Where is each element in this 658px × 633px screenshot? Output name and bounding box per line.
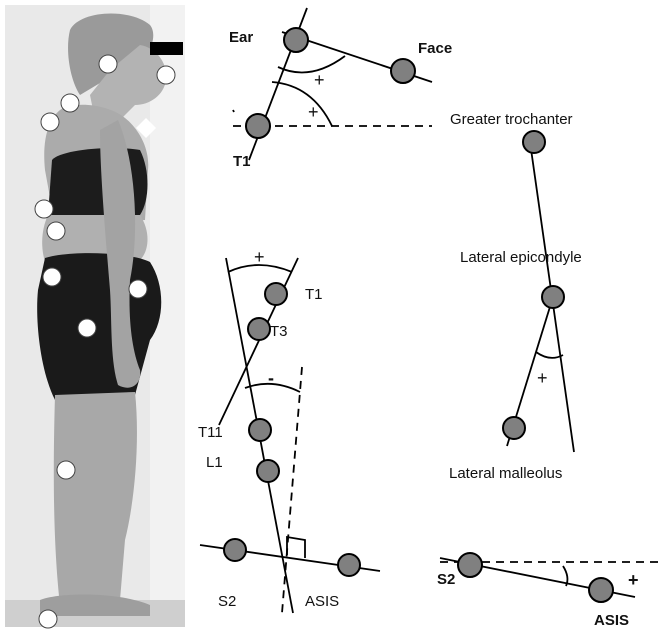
photo-marker — [39, 610, 57, 628]
face-label: Face — [418, 40, 452, 57]
plus-sign: + — [537, 368, 548, 388]
asis-marker — [338, 554, 360, 576]
t1-label: T1 — [233, 153, 251, 170]
spine-angle-panel: + - T1 T3 T11 L1 S2 ASIS — [198, 247, 380, 613]
asis-label: ASIS — [305, 593, 339, 610]
lateral-malleolus-marker — [503, 417, 525, 439]
plus-sign: + — [628, 570, 639, 590]
photo-marker — [47, 222, 65, 240]
minus-sign: - — [268, 368, 274, 388]
t11-label: T11 — [198, 424, 223, 441]
s2-marker — [224, 539, 246, 561]
photo-marker — [61, 94, 79, 112]
ear-label: Ear — [229, 29, 253, 46]
s2-label: S2 — [218, 593, 236, 610]
photo-marker — [35, 200, 53, 218]
greater-trochanter-label: Greater trochanter — [450, 111, 573, 128]
plus-sign-lower: + — [308, 102, 319, 122]
photo-marker — [43, 268, 61, 286]
lateral-epicondyle-marker — [542, 286, 564, 308]
s2-marker — [458, 553, 482, 577]
face-marker — [391, 59, 415, 83]
l1-marker — [257, 460, 279, 482]
t3-label: T3 — [270, 323, 288, 340]
right-angle-marker — [287, 537, 305, 558]
knee-angle-panel: Greater trochanter Lateral epicondyle La… — [449, 111, 582, 482]
photo-marker — [78, 319, 96, 337]
l1-label: L1 — [206, 454, 223, 471]
t1-label: T1 — [305, 286, 323, 303]
angle-arc-plus — [536, 352, 563, 358]
pelvic-tilt-panel: S2 ASIS + — [437, 553, 658, 629]
t3-marker — [248, 318, 270, 340]
photo-marker — [57, 461, 75, 479]
photo-marker — [129, 280, 147, 298]
lateral-malleolus-label: Lateral malleolus — [449, 465, 562, 482]
ear-marker — [284, 28, 308, 52]
head-angle-panel: Ear Face T1 + + — [229, 8, 452, 170]
lateral-epicondyle-label: Lateral epicondyle — [460, 249, 582, 266]
asis-marker — [589, 578, 613, 602]
subject-photo — [5, 5, 185, 628]
plus-sign: + — [254, 247, 265, 267]
photo-marker — [157, 66, 175, 84]
t1-marker — [265, 283, 287, 305]
greater-trochanter-marker — [523, 131, 545, 153]
plus-sign-upper: + — [314, 70, 325, 90]
photo-marker — [41, 113, 59, 131]
t11-marker — [249, 419, 271, 441]
t1-marker — [246, 114, 270, 138]
asis-label: ASIS — [594, 612, 629, 629]
t11-l1-dashed-line — [282, 367, 302, 613]
s2-label: S2 — [437, 571, 455, 588]
photo-marker — [99, 55, 117, 73]
